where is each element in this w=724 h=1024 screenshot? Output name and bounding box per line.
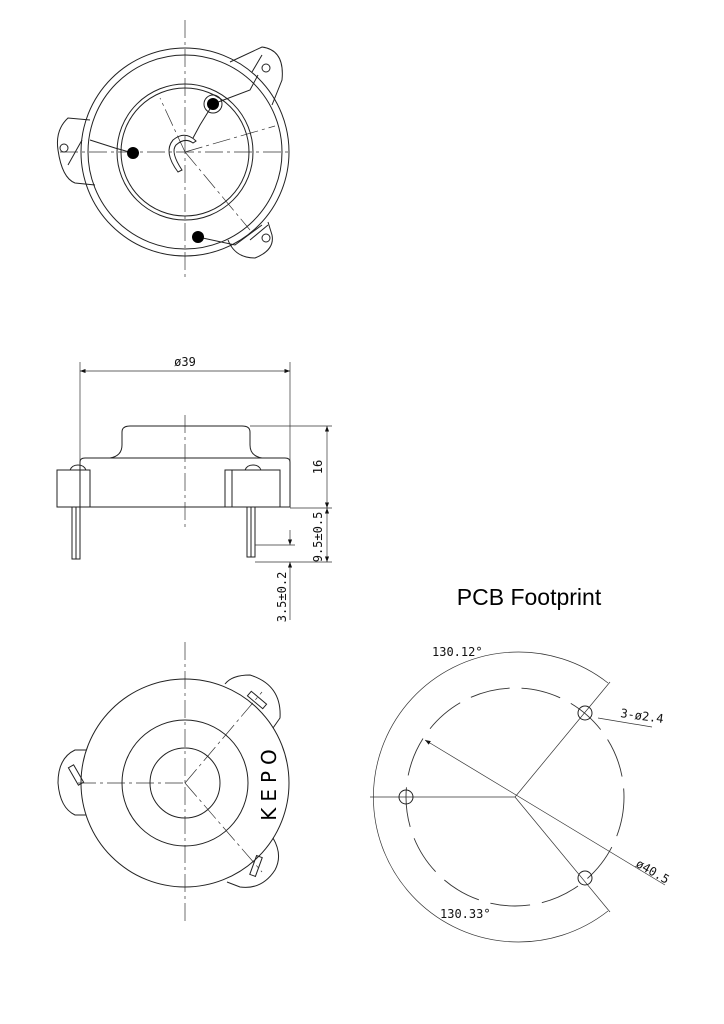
mounting-hole — [577, 870, 593, 886]
angle-top-label: 130.12° — [432, 645, 483, 659]
pcb-footprint: PCB Footprint 130.12° 130.33° 3-ø2.4 ø40… — [370, 584, 672, 943]
circle-diameter-label: ø40.5 — [634, 856, 672, 886]
pcb-footprint-title: PCB Footprint — [457, 584, 602, 610]
pin-length-label: 9.5±0.5 — [311, 512, 325, 563]
height-label: 16 — [311, 460, 325, 474]
top-view — [57, 20, 290, 280]
kepo-logo: KEPO — [257, 743, 281, 821]
bottom-view: KEPO — [57, 642, 290, 925]
solder-dot — [192, 231, 204, 243]
outer-rim — [80, 47, 290, 257]
mounting-hole — [577, 705, 593, 721]
solder-dot — [207, 98, 219, 110]
center-hook — [168, 134, 197, 173]
side-view: ø39 16 9.5±0.5 3.5±0.2 — [56, 355, 332, 623]
mounting-hole — [398, 789, 414, 805]
pin-spacing-label: 3.5±0.2 — [275, 572, 289, 623]
angle-bottom-label: 130.33° — [440, 907, 491, 921]
hole-label: 3-ø2.4 — [620, 706, 665, 726]
diameter-label: ø39 — [174, 355, 196, 369]
solder-dot — [127, 147, 139, 159]
